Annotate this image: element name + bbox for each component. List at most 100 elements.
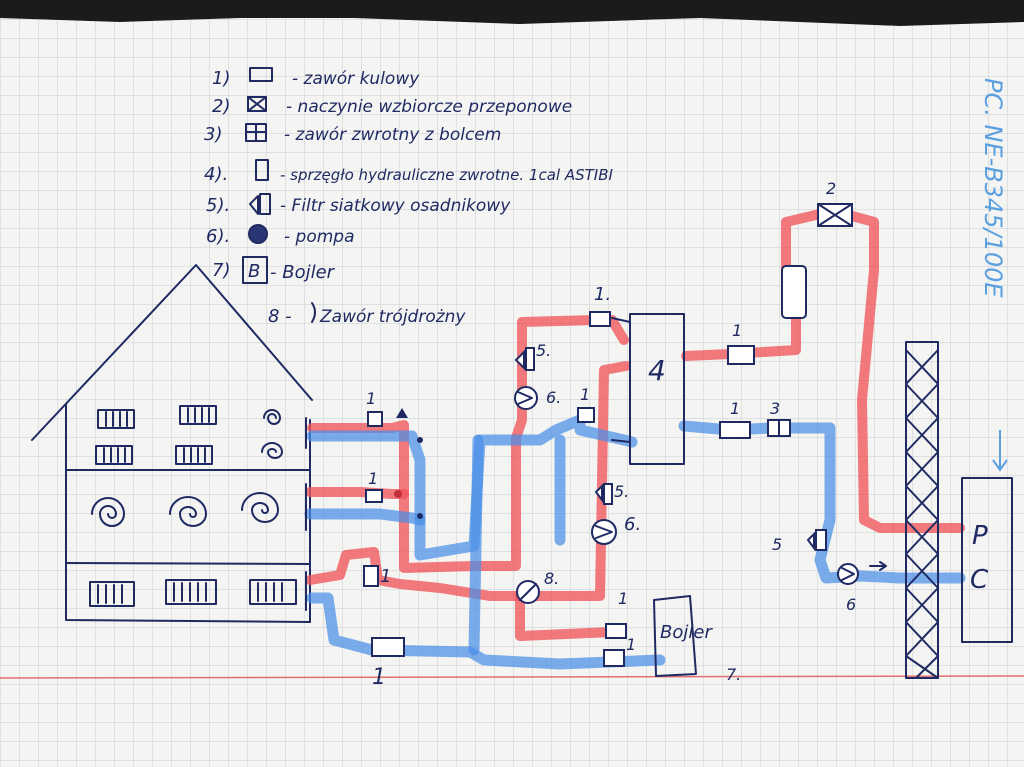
filter-label: 5: [772, 535, 782, 554]
fitting-dot-icon: [417, 437, 423, 443]
legend-text: - zawór kulowy: [292, 69, 420, 89]
hydraulic-coupler-4: [629, 313, 685, 465]
strainer-filter-icon: [514, 347, 535, 371]
lattice-column: [905, 341, 939, 679]
flow-arrow-icon: [869, 561, 887, 571]
legend-text: Zawór trójdrożny: [319, 307, 466, 327]
house-roof: [31, 264, 313, 441]
check-valve-bolt: [245, 123, 267, 142]
valve-label: 1: [618, 589, 628, 608]
legend-number: 4).: [204, 164, 228, 185]
valve-label: 1: [380, 566, 391, 587]
ball-valve-icon: [371, 637, 405, 657]
boiler-tank: [653, 595, 697, 677]
pump-icon: [248, 224, 268, 244]
legend-text: - zawór zwrotny z bolcem: [284, 125, 501, 145]
ball-valve-icon: [589, 311, 611, 327]
radiator-icon: [165, 579, 217, 605]
house-walls: [65, 404, 311, 623]
ball-valve-icon: [727, 345, 755, 365]
boiler-label: Bojler: [660, 622, 713, 643]
floor-heating-icon: [241, 492, 279, 523]
valve-label: 1: [580, 385, 590, 404]
floor-heating-icon: [169, 496, 207, 527]
pump-label: 6.: [624, 514, 641, 535]
radiator-icon: [97, 409, 135, 429]
ball-valve-icon: [603, 649, 625, 667]
photo-edge: [0, 0, 1024, 26]
grid-pattern: [0, 18, 1024, 767]
legend-number: 8 -: [268, 306, 292, 327]
radiator-icon: [179, 405, 217, 425]
valve-label: 1: [626, 635, 636, 654]
ball-valve-icon: [577, 407, 595, 423]
house: [31, 264, 313, 623]
coupler-label: 4: [648, 354, 666, 387]
valve-label: 1: [368, 469, 378, 488]
heat-pump-unit: [961, 477, 1013, 643]
filter-label: 5.: [614, 482, 629, 501]
vessel-label: 2: [826, 179, 836, 198]
expansion-vessel-cross: [247, 96, 267, 112]
floor-heating-icon: [263, 409, 281, 425]
paper-margin-line: [0, 675, 1024, 679]
strainer-filter-icon: [249, 193, 271, 215]
legend-item-7: 7) B - Bojler: [212, 256, 336, 284]
valve-label: 1: [730, 399, 740, 418]
legend-item-3: 3) - zawór zwrotny z bolcem: [204, 123, 501, 145]
ball-valve-icon: [249, 67, 273, 82]
fitting-dot-icon: [417, 513, 423, 519]
legend: 1) - zawór kulowy 2) - naczynie wzbiorcz…: [204, 67, 614, 327]
valve-label: 1.: [594, 284, 611, 305]
three-way-valve-label: 8.: [544, 569, 559, 588]
legend-item-6: 6). - pompa: [206, 224, 355, 247]
boiler-icon-letter: B: [248, 261, 260, 282]
legend-text: - sprzęgło hydrauliczne zwrotne. 1cal AS…: [280, 166, 614, 184]
hydraulic-coupler-icon: [255, 159, 269, 181]
heat-pump-return-label: C: [970, 565, 989, 595]
strainer-filter-icon: [594, 483, 613, 505]
floor-heating-icon: [91, 497, 125, 527]
valve-label: 1: [732, 321, 742, 340]
legend-item-5: 5). - Filtr siatkowy osadnikowy: [206, 193, 511, 216]
legend-text: - pompa: [284, 227, 355, 247]
components: 4 1. 5. 6. 1 5. 6. 8. 1 1 3 2: [305, 179, 1013, 690]
radiator-icon: [89, 581, 135, 607]
legend-item-1: 1) - zawór kulowy: [212, 67, 420, 89]
side-note: PC. NE-B345/100E: [979, 78, 1007, 298]
filter-label: 5.: [536, 341, 551, 360]
pump-label: 6.: [546, 388, 561, 407]
legend-item-2: 2) - naczynie wzbiorcze przeponowe: [212, 96, 572, 117]
legend-item-8: 8 - Zawór trójdrożny: [268, 302, 466, 327]
ball-valve-icon: [365, 489, 383, 503]
legend-number: 5).: [206, 195, 230, 216]
ball-valve-icon: [719, 421, 751, 439]
valve-label: 1: [372, 665, 386, 690]
ball-valve-icon: [605, 623, 627, 639]
legend-text: - naczynie wzbiorcze przeponowe: [286, 97, 572, 117]
radiator-icon: [249, 579, 297, 605]
check-valve-label: 3: [770, 399, 780, 418]
ball-valve-icon: [363, 565, 379, 587]
legend-number: 7): [212, 260, 230, 281]
legend-number: 1): [212, 68, 230, 89]
arrow-down-icon: [992, 430, 1008, 472]
legend-text: - Filtr siatkowy osadnikowy: [280, 196, 511, 216]
ball-valve-icon: [367, 411, 383, 427]
vent-icon: [396, 408, 408, 418]
valve-label: 1: [366, 389, 376, 408]
heat-pump-supply-label: P: [972, 521, 988, 551]
boiler-number: 7.: [726, 665, 741, 684]
legend-number: 2): [212, 96, 230, 117]
radiator-icon: [175, 445, 213, 465]
legend-text: - Bojler: [270, 262, 336, 283]
strainer-filter-icon: [806, 529, 827, 551]
three-way-valve-icon: [311, 302, 316, 323]
legend-number: 6).: [206, 226, 230, 247]
radiator-icon: [95, 445, 133, 465]
fitting-dot-icon: [394, 490, 402, 498]
boiler-icon: [242, 256, 268, 284]
pump-icon: [514, 386, 538, 410]
expansion-vessel-icon: [247, 96, 267, 112]
